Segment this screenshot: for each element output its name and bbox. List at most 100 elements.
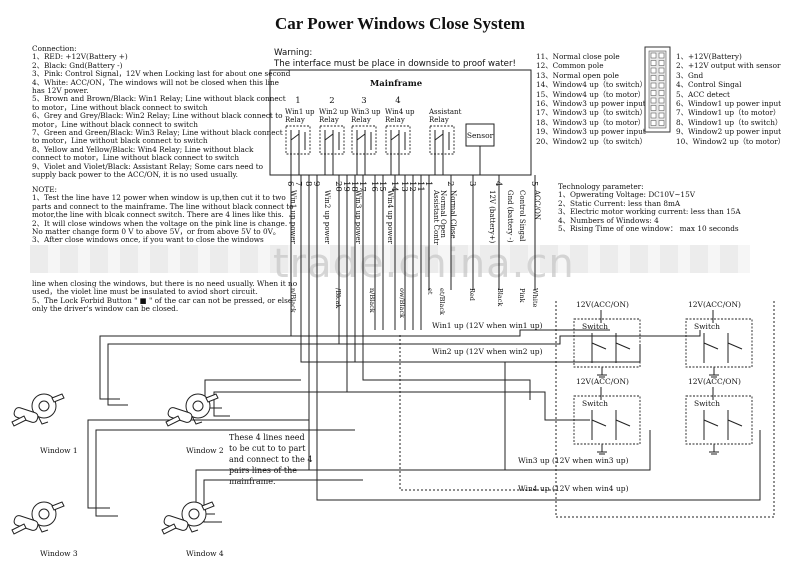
note-line: used，the violet line must be insulated t… — [32, 287, 258, 297]
switch-lever — [615, 342, 631, 350]
watermark: trade.china.cn — [273, 241, 575, 287]
wire-function-label: ACC/ON — [533, 189, 541, 220]
pin-number: 7 — [293, 181, 303, 186]
note-line: 1、Test the line have 12 power when windo… — [32, 193, 286, 203]
pin-number: 14 — [389, 181, 399, 192]
note-line: 5、The Lock Forbid Button " ■ " of the ca… — [32, 295, 293, 305]
relay-switch — [324, 133, 334, 141]
relay-box — [285, 125, 311, 155]
win-up-label: Win4 up (12V when win4 up) — [518, 484, 629, 493]
switch-lever — [591, 342, 607, 350]
switch-lever — [703, 342, 719, 350]
pin-number: 15 — [377, 181, 387, 192]
motor3-wire — [87, 419, 309, 509]
connector-pin — [658, 120, 665, 126]
cut-note-line: mainframe. — [229, 477, 276, 486]
warning-label: Warning: — [274, 48, 313, 58]
connector-pin — [658, 82, 665, 89]
win-up-label: Win2 up (12V when win2 up) — [432, 347, 543, 356]
win-wire — [354, 330, 506, 470]
window-motor-icon — [165, 393, 219, 427]
connector-pin — [650, 120, 657, 126]
connector-pin — [650, 82, 657, 89]
win-up-label: Win3 up (12V when win3 up) — [518, 456, 629, 465]
wire-color-label: et/Black — [438, 288, 446, 315]
diagram-title: Car Power Windows Close System — [275, 14, 525, 33]
connection-line: connect to motor，Line without black conn… — [32, 153, 240, 163]
pin-description: 16、Window3 up power input — [536, 99, 646, 109]
connector-pin — [658, 52, 665, 59]
pin-description: 1、+12V(Battery) — [676, 52, 742, 61]
relay-number: 2 — [329, 96, 334, 106]
pin-description: 11、Normal close pole — [536, 52, 620, 61]
pin-description: 8、Window1 up（to switch） — [676, 117, 783, 127]
connection-line: motor，Line without black connect to swit… — [32, 119, 198, 129]
pin-description: 19、Window3 up power input — [536, 127, 646, 137]
wire-color-label: Pink — [518, 288, 526, 303]
relay-number: 1 — [295, 96, 300, 106]
connection-line: to motor，Line without black connect to s… — [32, 136, 208, 146]
connector-pin — [650, 112, 657, 119]
pin-number: 18 — [349, 181, 359, 192]
relay-switch — [356, 133, 366, 141]
mainframe-box — [269, 69, 532, 176]
connector-pin — [658, 90, 665, 96]
wire-color-label: Red — [468, 288, 476, 301]
note-block-lower: line when closing the windows, but there… — [32, 279, 297, 314]
wire-color-label: n/Black — [368, 288, 376, 313]
relay-box — [385, 125, 411, 155]
note-line: 2、It will close windows when the voltage… — [32, 218, 288, 228]
pin-description: 9、Window2 up power input — [676, 127, 782, 137]
pin-number: 3 — [467, 181, 477, 186]
win4-wire — [316, 330, 761, 501]
pin-description: 17、Window3 up（to switch） — [536, 108, 647, 118]
connection-notes: Connection: 1、RED: +12V(Battery +)2、Blac… — [32, 44, 291, 180]
switch-lever — [727, 419, 743, 427]
note-line: No matter change form 0 V to above 5V，or… — [32, 227, 281, 237]
switch-label: Switch — [582, 322, 608, 331]
pin-number: 12 — [407, 181, 417, 192]
connection-line: 3、Pink: Control Signal，12V when Locking … — [32, 69, 291, 79]
pin-number: 6 — [285, 181, 295, 186]
switch-supply-label: 12V(ACC/ON) — [576, 377, 629, 386]
win-wire — [338, 330, 701, 345]
window-label: Window 2 — [186, 446, 224, 455]
connector-pin — [650, 67, 657, 74]
connector-pin — [650, 52, 657, 59]
wire-color-label: Black — [496, 288, 504, 306]
wire-function-label: 12V (battery+) — [488, 190, 496, 244]
note-line: parts and connect to the mainframe. The … — [32, 201, 294, 211]
motor2-wire — [204, 379, 301, 409]
wire-function-label: Gnd (battery -) — [506, 190, 514, 243]
pin-description: 5、ACC detect — [676, 89, 730, 99]
wire-function-label: Assistant Contr — [432, 189, 440, 245]
win-wire — [346, 330, 590, 421]
pin-number: 2 — [445, 181, 455, 186]
pin-number: 9 — [311, 181, 321, 186]
wire-function-label: Win2 up power — [323, 190, 331, 245]
switch-lever — [703, 419, 719, 427]
window-motor-icon — [11, 501, 65, 535]
connector-pin — [650, 90, 657, 96]
wire-function-label: Normal Close — [449, 190, 457, 239]
relay-switch — [390, 133, 400, 141]
connection-line: 4、White: ACC/ON，The windows will not be … — [32, 77, 280, 87]
switch-supply-label: 12V(ACC/ON) — [688, 377, 741, 386]
connection-heading: Connection: — [32, 44, 77, 53]
note-line: 3、After close windows once, if you want … — [32, 235, 264, 245]
pin-number: 8 — [303, 181, 313, 186]
pin-description: 12、Common pole — [536, 61, 604, 71]
win1-wire — [290, 329, 610, 337]
note-line: motor,the line with blcak connect switch… — [32, 210, 284, 220]
switch-supply-label: 12V(ACC/ON) — [688, 300, 741, 309]
tech-parameter: 4、Numbers of Windows: 4 — [558, 215, 659, 225]
mainframe-label: Mainframe — [370, 79, 423, 89]
tech-parameter: 5、Rising Time of one window： max 10 seco… — [558, 224, 739, 234]
connector-pin — [650, 97, 657, 104]
technology-parameters: Technology parameter: 1、Opwerating Volta… — [558, 182, 741, 234]
wire-color-label: et — [426, 288, 434, 295]
